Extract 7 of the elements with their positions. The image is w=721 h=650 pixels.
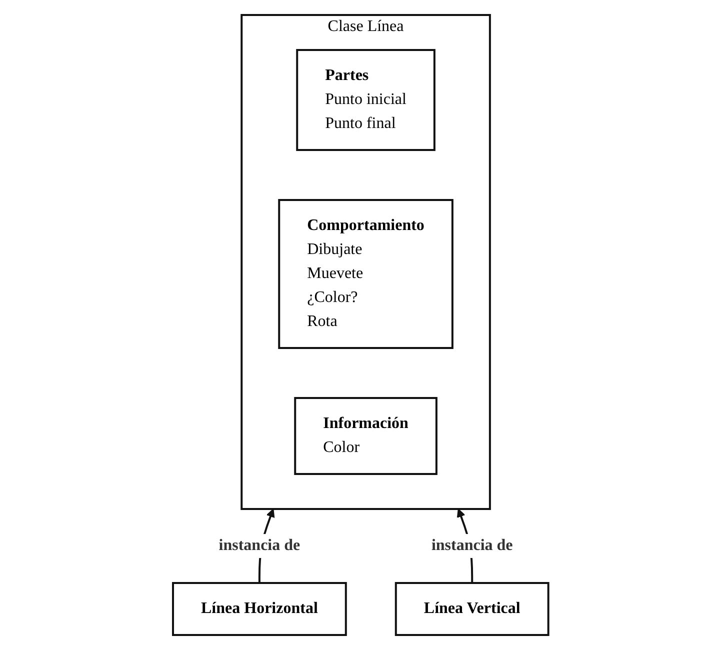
node-box: Comportamiento Dibujate Muevete ¿Color? Rota [278, 199, 454, 349]
node-box: Información Color [294, 397, 438, 475]
node-box: Línea Horizontal [172, 582, 347, 636]
node-box: Partes Punto inicial Punto final [296, 49, 436, 151]
edge-label: instancia de [218, 537, 300, 554]
edge-label: instancia de [431, 537, 513, 554]
node-box: Línea Vertical [394, 582, 550, 636]
